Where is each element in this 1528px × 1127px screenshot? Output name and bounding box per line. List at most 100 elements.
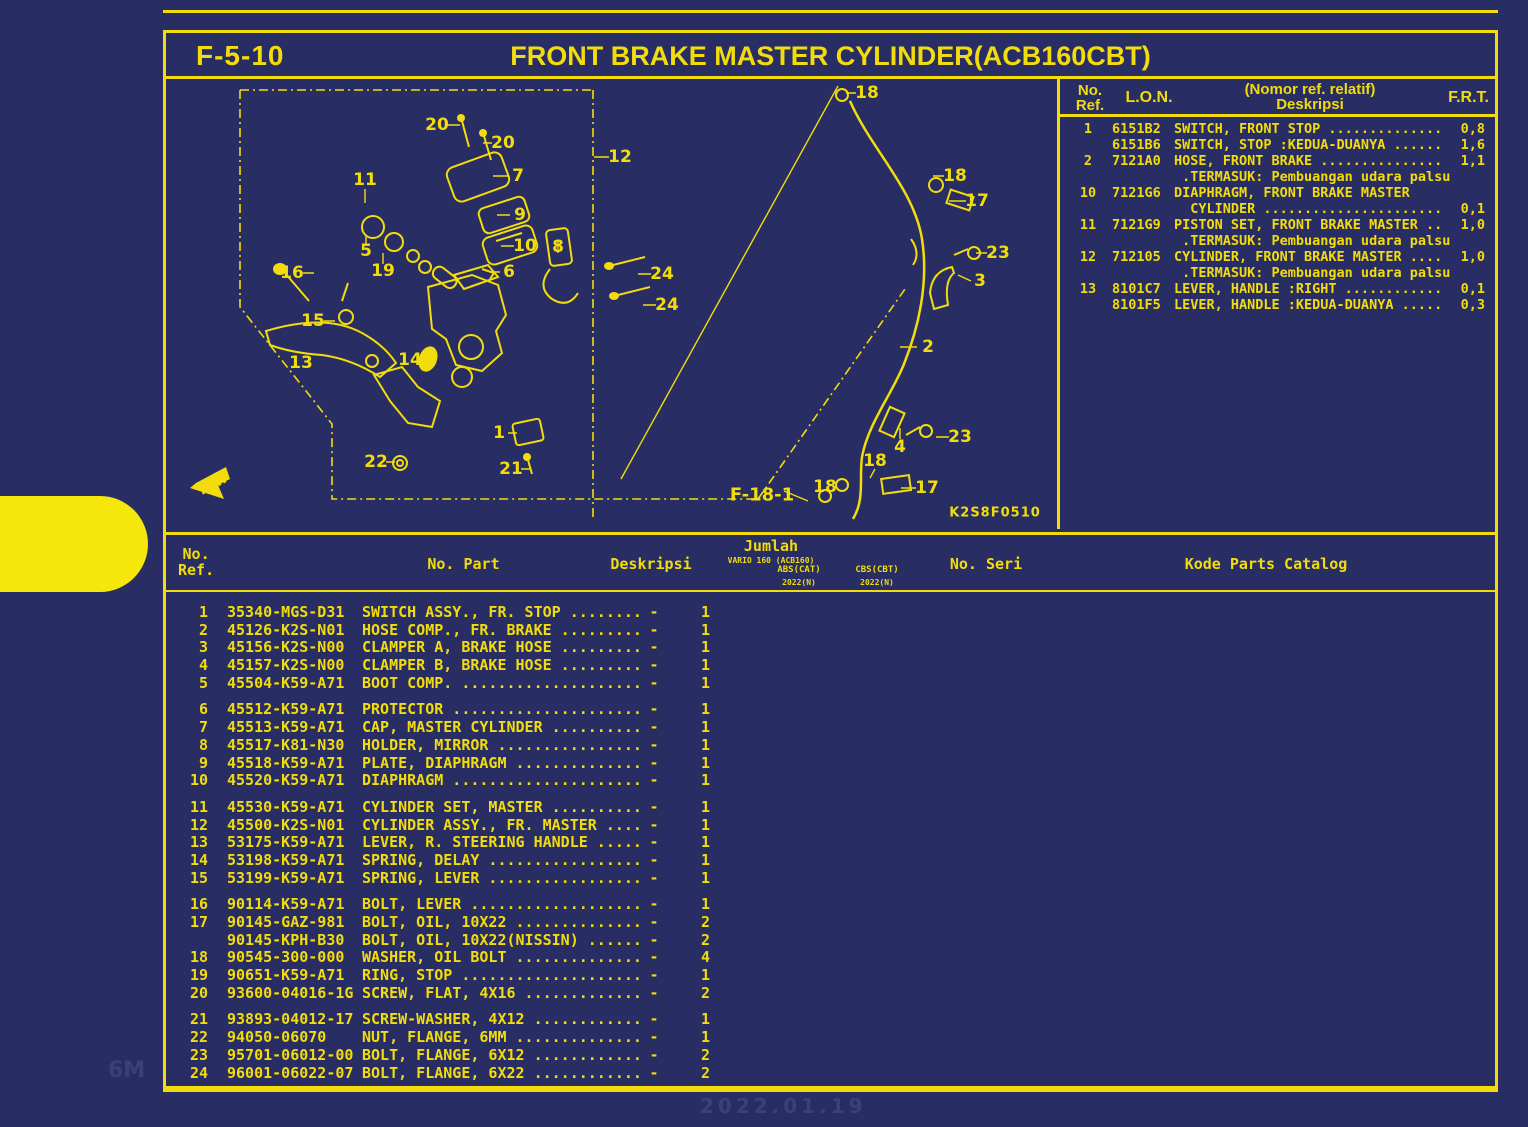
part-cbs-cell: 1	[700, 868, 710, 887]
part-cbs-cell: 2	[700, 930, 710, 949]
lon-desc-cell: DIAPHRAGM, FRONT BRAKE MASTER	[1174, 185, 1410, 201]
lon-panel: No.Ref. L.O.N. (Nomor ref. relatif)Deskr…	[1057, 79, 1495, 529]
page-title: FRONT BRAKE MASTER CYLINDER(ACB160CBT)	[510, 41, 1151, 71]
part-callout-1: 1	[493, 423, 505, 443]
lon-header-frt: F.R.T.	[1448, 89, 1489, 106]
part-desc-cell: HOLDER, MIRROR ................	[362, 735, 642, 754]
part-part-cell: 45517-K81-N30	[227, 735, 345, 754]
lon-ref-cell: 1	[1083, 121, 1093, 137]
lon-desc-cell: SWITCH, FRONT STOP ..............	[1174, 121, 1443, 137]
part-abs-cell: -	[649, 983, 659, 1002]
part-part-cell: 53198-K59-A71	[227, 850, 345, 869]
lon-frt-cell: 1,1	[1460, 153, 1485, 169]
part-ref-cell: 9	[198, 753, 208, 772]
part-desc-cell: CYLINDER ASSY., FR. MASTER ....	[362, 815, 642, 834]
diagram-ref-link[interactable]: F-18-1	[729, 484, 795, 506]
parts-table-row: 6 45512-K59-A71 PROTECTOR ................…	[166, 701, 1495, 719]
part-callout-24: 24	[655, 295, 679, 315]
parts-header-variant: VARIO 160 (ACB160)	[727, 556, 815, 565]
lon-lon-cell: 6151B2	[1112, 121, 1161, 137]
part-desc-cell: WASHER, OIL BOLT ..............	[362, 948, 642, 967]
part-abs-cell: -	[649, 868, 659, 887]
part-part-cell: 45500-K2S-N01	[227, 815, 345, 834]
part-callout-3: 3	[974, 271, 986, 291]
parts-table: No.Ref. No. Part Deskripsi Jumlah VARIO …	[166, 532, 1495, 1089]
part-callout-7: 7	[512, 166, 524, 186]
part-cbs-cell: 1	[700, 656, 710, 675]
part-callout-19: 19	[371, 261, 395, 281]
lon-desc-cell: CYLINDER ......................	[1174, 201, 1443, 217]
part-ref-cell: 23	[189, 1045, 208, 1064]
part-ref-cell: 17	[189, 913, 208, 931]
part-desc-cell: SWITCH ASSY., FR. STOP ........	[362, 603, 642, 621]
lon-desc-cell: LEVER, HANDLE :RIGHT ............	[1174, 281, 1443, 297]
lon-table-header: No.Ref. L.O.N. (Nomor ref. relatif)Deskr…	[1060, 79, 1495, 117]
part-part-cell: 45512-K59-A71	[227, 700, 345, 719]
part-cbs-cell: 1	[700, 638, 710, 657]
lon-desc-cell: .TERMASUK: Pembuangan udara palsu	[1174, 265, 1451, 281]
part-abs-cell: -	[649, 850, 659, 869]
part-ref-cell: 8	[198, 735, 208, 754]
part-desc-cell: PROTECTOR .....................	[362, 700, 642, 719]
lon-lon-cell: 7121G9	[1112, 217, 1161, 233]
lon-frt-cell: 1,0	[1460, 249, 1485, 265]
part-part-cell: 53175-K59-A71	[227, 833, 345, 852]
part-callout-14: 14	[398, 350, 422, 370]
lon-desc-cell: .TERMASUK: Pembuangan udara palsu	[1174, 233, 1451, 249]
lon-desc-cell: HOSE, FRONT BRAKE ...............	[1174, 153, 1443, 169]
part-abs-cell: -	[649, 895, 659, 914]
part-desc-cell: SCREW-WASHER, 4X12 ............	[362, 1010, 642, 1029]
lon-ref-cell: 11	[1079, 217, 1097, 233]
page-code: F-5-10	[196, 40, 285, 71]
watermark-corner: 6M	[108, 1058, 146, 1083]
lon-table-body: 1 6151B2 SWITCH, FRONT STOP ..............…	[1060, 117, 1495, 313]
part-callout-6: 6	[503, 262, 515, 282]
parts-header-kode: Kode Parts Catalog	[1184, 555, 1348, 573]
part-part-cell: 45126-K2S-N01	[227, 620, 345, 639]
part-ref-cell: 1	[198, 603, 208, 621]
lon-table-row: .TERMASUK: Pembuangan udara palsu	[1060, 169, 1495, 185]
part-callout-13: 13	[289, 353, 313, 373]
page-tab-marker[interactable]	[0, 496, 148, 592]
parts-table-row: 8 45517-K81-N30 HOLDER, MIRROR ...........…	[166, 735, 1495, 755]
lon-desc-cell: CYLINDER, FRONT BRAKE MASTER ....	[1174, 249, 1443, 265]
part-ref-cell: 6	[198, 700, 208, 719]
part-callout-17: 17	[915, 478, 939, 498]
lon-table-row: 1 6151B2 SWITCH, FRONT STOP ..............…	[1060, 121, 1495, 137]
part-cbs-cell: 1	[700, 815, 710, 834]
part-ref-cell: 7	[198, 718, 208, 737]
lon-header-ref: No.Ref.	[1075, 82, 1105, 114]
part-part-cell: 45157-K2S-N00	[227, 656, 345, 675]
lon-frt-cell: 0,1	[1460, 201, 1485, 217]
part-cbs-cell: 4	[700, 948, 710, 967]
part-ref-cell: 3	[198, 638, 208, 657]
part-cbs-cell: 2	[700, 1063, 710, 1082]
part-part-cell: 45504-K59-A71	[227, 673, 345, 692]
parts-header-seri: No. Seri	[949, 555, 1023, 573]
part-part-cell: 96001-06022-07	[227, 1063, 354, 1082]
parts-header-abs: ABS(CAT)	[777, 565, 821, 575]
part-ref-cell: 18	[189, 948, 208, 967]
part-callout-15: 15	[301, 311, 325, 331]
part-ref-cell: 24	[189, 1063, 208, 1082]
parts-header-cbs: CBS(CBT)	[855, 565, 899, 575]
part-desc-cell: CAP, MASTER CYLINDER ..........	[362, 718, 642, 737]
parts-header-year1: 2022(N)	[782, 578, 816, 587]
part-ref-cell: 14	[189, 850, 208, 869]
part-callout-23: 23	[986, 243, 1010, 263]
part-callout-18: 18	[863, 451, 887, 471]
part-callout-8: 8	[552, 237, 564, 257]
part-part-cell: 45520-K59-A71	[227, 771, 345, 790]
part-desc-cell: DIAPHRAGM .....................	[362, 771, 642, 790]
